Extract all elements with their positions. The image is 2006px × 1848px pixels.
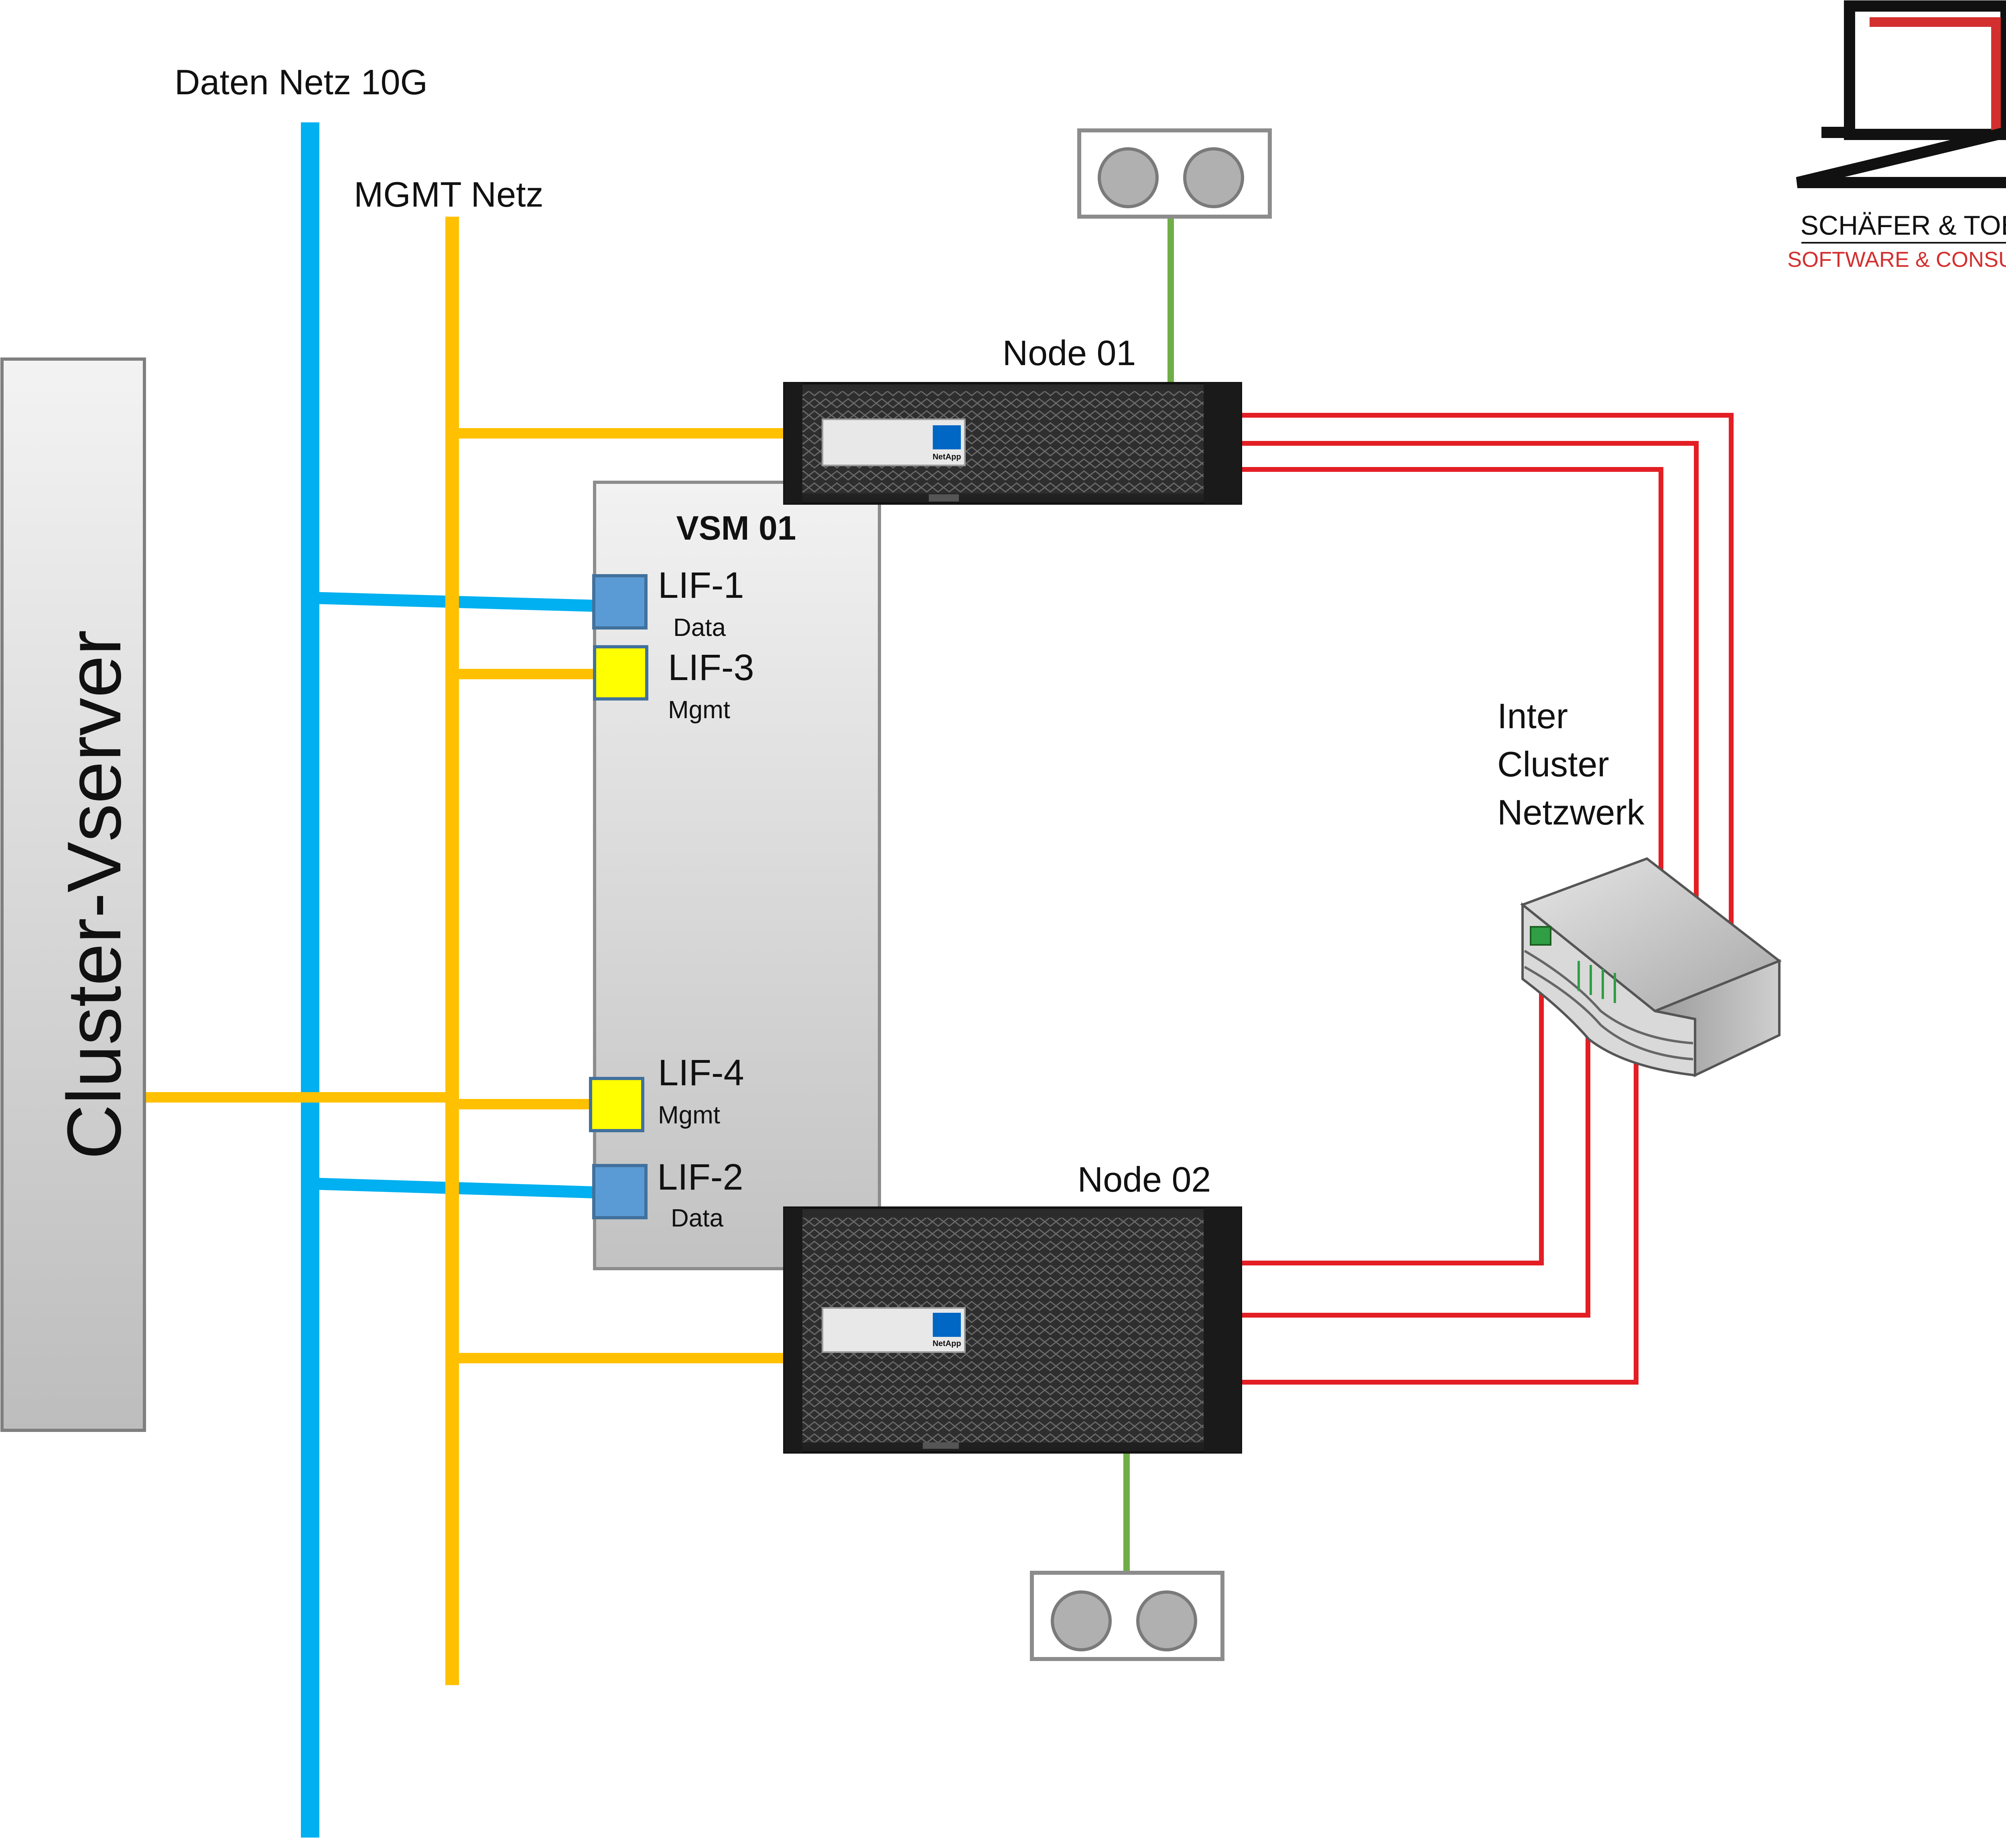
intercluster-label-line1: Inter — [1497, 696, 1568, 736]
lif-3-role: Mgmt — [668, 696, 730, 724]
disk-shelf-top — [1077, 128, 1272, 383]
intercluster-switch: Inter Cluster Netzwerk — [1497, 696, 1782, 1077]
disk-icon — [1136, 1590, 1197, 1651]
cluster-vserver: Cluster-Vserver — [0, 357, 146, 1432]
node-02-brand: NetApp — [932, 1339, 961, 1348]
data-network-label: Daten Netz 10G — [175, 62, 428, 102]
lif-1-name: LIF-1 — [658, 565, 744, 606]
node-01: NetApp Node 01 — [783, 333, 1242, 505]
laptop-base-icon — [1796, 127, 2006, 188]
node-01-brand: NetApp — [932, 453, 961, 461]
logo-line2: SOFTWARE & CONSULTING — [1787, 248, 2006, 272]
intercluster-links — [1241, 413, 1734, 1385]
company-logo: SCHÄFER & TOBIES SOFTWARE & CONSULTING — [1787, 0, 2006, 272]
disk-shelf-bottom — [1030, 1452, 1224, 1661]
disk-icon — [1051, 1590, 1112, 1651]
lif-4: LIF-4 Mgmt — [589, 1052, 744, 1132]
intercluster-label-line2: Cluster — [1497, 744, 1609, 784]
lif-4-role: Mgmt — [658, 1101, 720, 1129]
disk-icon — [1098, 147, 1159, 208]
logo-line1: SCHÄFER & TOBIES — [1801, 210, 2006, 241]
disk-icon — [1183, 147, 1244, 208]
intercluster-label-line3: Netzwerk — [1497, 792, 1645, 832]
lif-3: LIF-3 Mgmt — [593, 645, 754, 724]
cluster-vserver-label: Cluster-Vserver — [52, 630, 137, 1160]
netapp-logo-icon — [933, 425, 961, 449]
lif-2: LIF-2 Data — [592, 1157, 743, 1232]
lif-3-name: LIF-3 — [668, 647, 754, 688]
mgmt-network-bus — [144, 217, 786, 1685]
node-02-label: Node 02 — [1078, 1160, 1211, 1199]
node-02: NetApp Node 02 — [783, 1160, 1242, 1454]
lif-2-role: Data — [671, 1204, 723, 1232]
status-led-icon — [1530, 926, 1551, 946]
netapp-logo-icon — [933, 1313, 961, 1337]
lif-1: LIF-1 Data — [592, 565, 744, 642]
node-01-label: Node 01 — [1003, 333, 1136, 373]
lif-4-name: LIF-4 — [658, 1052, 744, 1093]
lif-2-name: LIF-2 — [657, 1157, 743, 1198]
vsm-title: VSM 01 — [676, 509, 796, 547]
port-leds-icon — [1578, 961, 1616, 1003]
laptop-screen-icon — [1844, 0, 2006, 140]
lif-1-role: Data — [673, 614, 726, 642]
mgmt-network-label: MGMT Netz — [354, 175, 544, 214]
